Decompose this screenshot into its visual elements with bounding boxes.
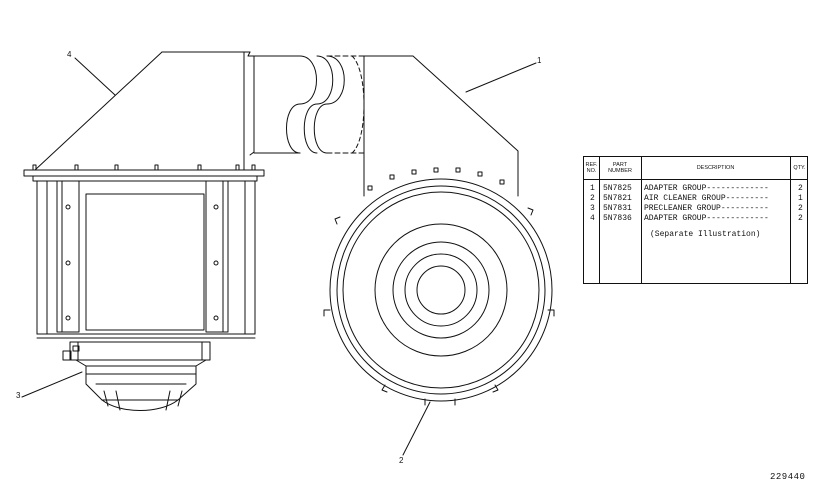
row-qty: 2 <box>798 214 803 223</box>
callout-2: 2 <box>399 456 404 465</box>
table-header <box>584 157 807 180</box>
parts-list-table: REF. NO. PART NUMBER DESCRIPTION QTY. 1 … <box>583 156 808 284</box>
leader-lines <box>21 57 537 456</box>
header-qty: QTY. <box>793 165 806 171</box>
callout-3: 3 <box>16 391 21 400</box>
callout-4: 4 <box>67 50 72 59</box>
col-divider <box>641 157 642 283</box>
row-description: ADAPTER GROUP------------- <box>644 214 769 223</box>
left-housing-flange <box>23 164 265 182</box>
header-part-number: PART NUMBER <box>608 162 632 174</box>
row-description: AIR CLEANER GROUP--------- <box>644 194 769 203</box>
right-adapter-group <box>363 55 519 197</box>
left-housing-body <box>36 180 256 339</box>
table-row: 2 5N7821 AIR CLEANER GROUP--------- 1 <box>584 194 807 204</box>
illustration-number: 229440 <box>770 472 806 482</box>
header-description: DESCRIPTION <box>696 165 735 171</box>
row-qty: 1 <box>798 194 803 203</box>
row-qty: 2 <box>798 204 803 213</box>
col-divider <box>599 157 600 283</box>
left-adapter-group <box>34 51 251 171</box>
air-cleaner-group <box>323 167 555 406</box>
table-row: 4 5N7836 ADAPTER GROUP------------- 2 <box>584 214 807 224</box>
row-description: ADAPTER GROUP------------- <box>644 184 769 193</box>
row-part-number: 5N7825 <box>603 184 632 193</box>
row-description: PRECLEANER GROUP---------- <box>644 204 769 213</box>
row-qty: 2 <box>798 184 803 193</box>
row-ref: 2 <box>590 194 595 203</box>
table-row: 1 5N7825 ADAPTER GROUP------------- 2 <box>584 184 807 194</box>
row-part-number: 5N7821 <box>603 194 632 203</box>
table-note: (Separate Illustration) <box>650 230 761 239</box>
hose-section <box>247 51 365 156</box>
precleaner-group <box>62 341 211 411</box>
col-divider <box>790 157 791 283</box>
callout-1: 1 <box>537 56 542 65</box>
header-ref-no: REF. NO. <box>585 162 598 174</box>
row-part-number: 5N7831 <box>603 204 632 213</box>
row-ref: 3 <box>590 204 595 213</box>
row-ref: 1 <box>590 184 595 193</box>
table-row: 3 5N7831 PRECLEANER GROUP---------- 2 <box>584 204 807 214</box>
row-ref: 4 <box>590 214 595 223</box>
row-part-number: 5N7836 <box>603 214 632 223</box>
